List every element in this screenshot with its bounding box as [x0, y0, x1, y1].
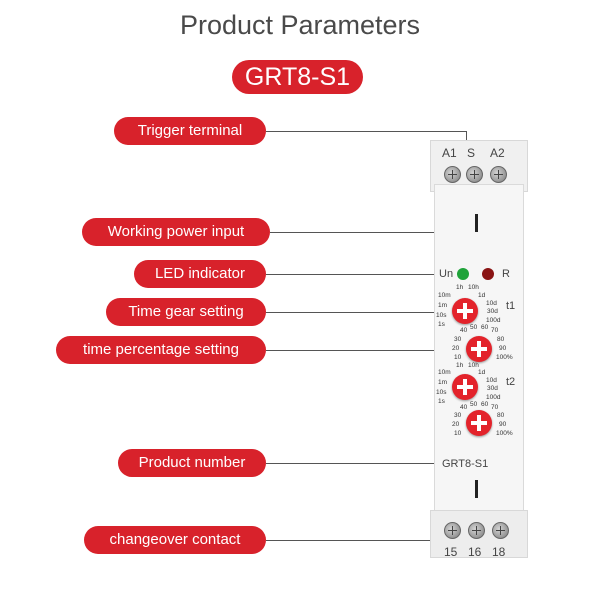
scale-mark: 40	[460, 327, 468, 334]
scale-mark: 60	[481, 401, 489, 408]
leader-gear	[266, 312, 462, 313]
time-gear-knob-t2[interactable]	[452, 374, 478, 400]
scale-mark: 100d	[486, 317, 501, 324]
scale-mark: 60	[481, 324, 489, 331]
scale-mark: 10s	[436, 312, 447, 319]
led-red-icon	[482, 268, 494, 280]
scale-mark: 40	[460, 404, 468, 411]
din-slot-top	[475, 214, 478, 232]
label-led-indicator: LED indicator	[134, 260, 266, 288]
page-title: Product Parameters	[179, 10, 421, 40]
screw-icon[interactable]	[490, 166, 507, 183]
device-body	[434, 184, 524, 514]
leader-trigger	[266, 131, 466, 132]
label-working-power-input: Working power input	[82, 218, 270, 246]
led-green-icon	[457, 268, 469, 280]
scale-mark: 10m	[438, 369, 451, 376]
scale-mark: 10h	[468, 284, 479, 291]
scale-mark: 20	[452, 345, 460, 352]
scale-mark: 70	[491, 404, 499, 411]
terminal-label-a1: A1	[442, 146, 457, 160]
scale-mark: 50	[470, 401, 478, 408]
led-r-label: R	[502, 268, 510, 280]
scale-mark: 100%	[496, 354, 513, 361]
scale-mark: 100%	[496, 430, 513, 437]
dial-label-t2: t2	[506, 376, 516, 388]
leader-product	[266, 463, 438, 464]
scale-mark: 1d	[478, 369, 486, 376]
terminal-label-18: 18	[492, 545, 506, 559]
scale-mark: 80	[497, 412, 505, 419]
label-time-gear-setting: Time gear setting	[106, 298, 266, 326]
scale-mark: 1h	[456, 284, 464, 291]
din-slot-bottom	[475, 480, 478, 498]
label-time-percentage-setting: time percentage setting	[56, 336, 266, 364]
scale-mark: 50	[470, 324, 478, 331]
leader-changeover	[266, 540, 442, 541]
device-product-number: GRT8-S1	[442, 458, 489, 470]
time-gear-knob-t1[interactable]	[452, 298, 478, 324]
scale-mark: 10	[454, 430, 462, 437]
terminal-label-16: 16	[468, 545, 482, 559]
scale-mark: 30	[454, 412, 462, 419]
screw-icon[interactable]	[466, 166, 483, 183]
scale-mark: 10d	[486, 300, 497, 307]
scale-mark: 1s	[438, 321, 445, 328]
model-badge: GRT8-S1	[232, 60, 363, 94]
scale-mark: 90	[499, 421, 507, 428]
leader-power	[270, 232, 466, 233]
screw-icon[interactable]	[468, 522, 485, 539]
scale-mark: 10d	[486, 377, 497, 384]
scale-mark: 80	[497, 336, 505, 343]
scale-mark: 10s	[436, 389, 447, 396]
screw-icon[interactable]	[444, 522, 461, 539]
led-un-label: Un	[439, 268, 454, 280]
scale-mark: 20	[452, 421, 460, 428]
terminal-label-a2: A2	[490, 146, 505, 160]
scale-mark: 10m	[438, 292, 451, 299]
terminal-label-s: S	[467, 146, 476, 160]
scale-mark: 30	[454, 336, 462, 343]
leader-led	[266, 274, 456, 275]
label-product-number: Product number	[118, 449, 266, 477]
scale-mark: 10	[454, 354, 462, 361]
scale-mark: 90	[499, 345, 507, 352]
scale-mark: 30d	[487, 308, 498, 315]
dial-label-t1: t1	[506, 300, 516, 312]
scale-mark: 1h	[456, 362, 464, 369]
time-percentage-knob-t2[interactable]	[466, 410, 492, 436]
scale-mark: 10h	[468, 362, 479, 369]
leader-percentage	[266, 350, 478, 351]
scale-mark: 1m	[438, 302, 448, 309]
time-percentage-knob-t1[interactable]	[466, 336, 492, 362]
scale-mark: 70	[491, 327, 499, 334]
label-trigger-terminal: Trigger terminal	[114, 117, 266, 145]
scale-mark: 1d	[478, 292, 486, 299]
relay-device: A1 S A2 Un R 1h 10h 1d 10d 30d 100d 10m …	[430, 140, 528, 558]
screw-icon[interactable]	[444, 166, 461, 183]
screw-icon[interactable]	[492, 522, 509, 539]
terminal-label-15: 15	[444, 545, 458, 559]
label-changeover-contact: changeover contact	[84, 526, 266, 554]
scale-mark: 100d	[486, 394, 501, 401]
scale-mark: 30d	[487, 385, 498, 392]
scale-mark: 1m	[438, 379, 448, 386]
scale-mark: 1s	[438, 398, 445, 405]
